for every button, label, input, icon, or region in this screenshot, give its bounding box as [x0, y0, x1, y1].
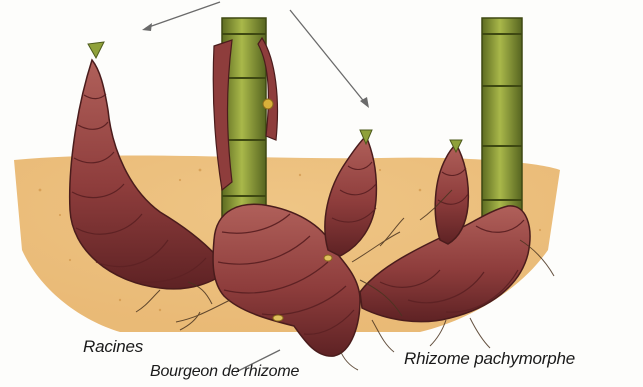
- label-bourgeon-de-rhizome: Bourgeon de rhizome: [150, 363, 299, 381]
- label-racines: Racines: [83, 337, 143, 357]
- label-rhizome-pachymorphe: Rhizome pachymorphe: [404, 349, 575, 369]
- right-culm: [482, 18, 522, 218]
